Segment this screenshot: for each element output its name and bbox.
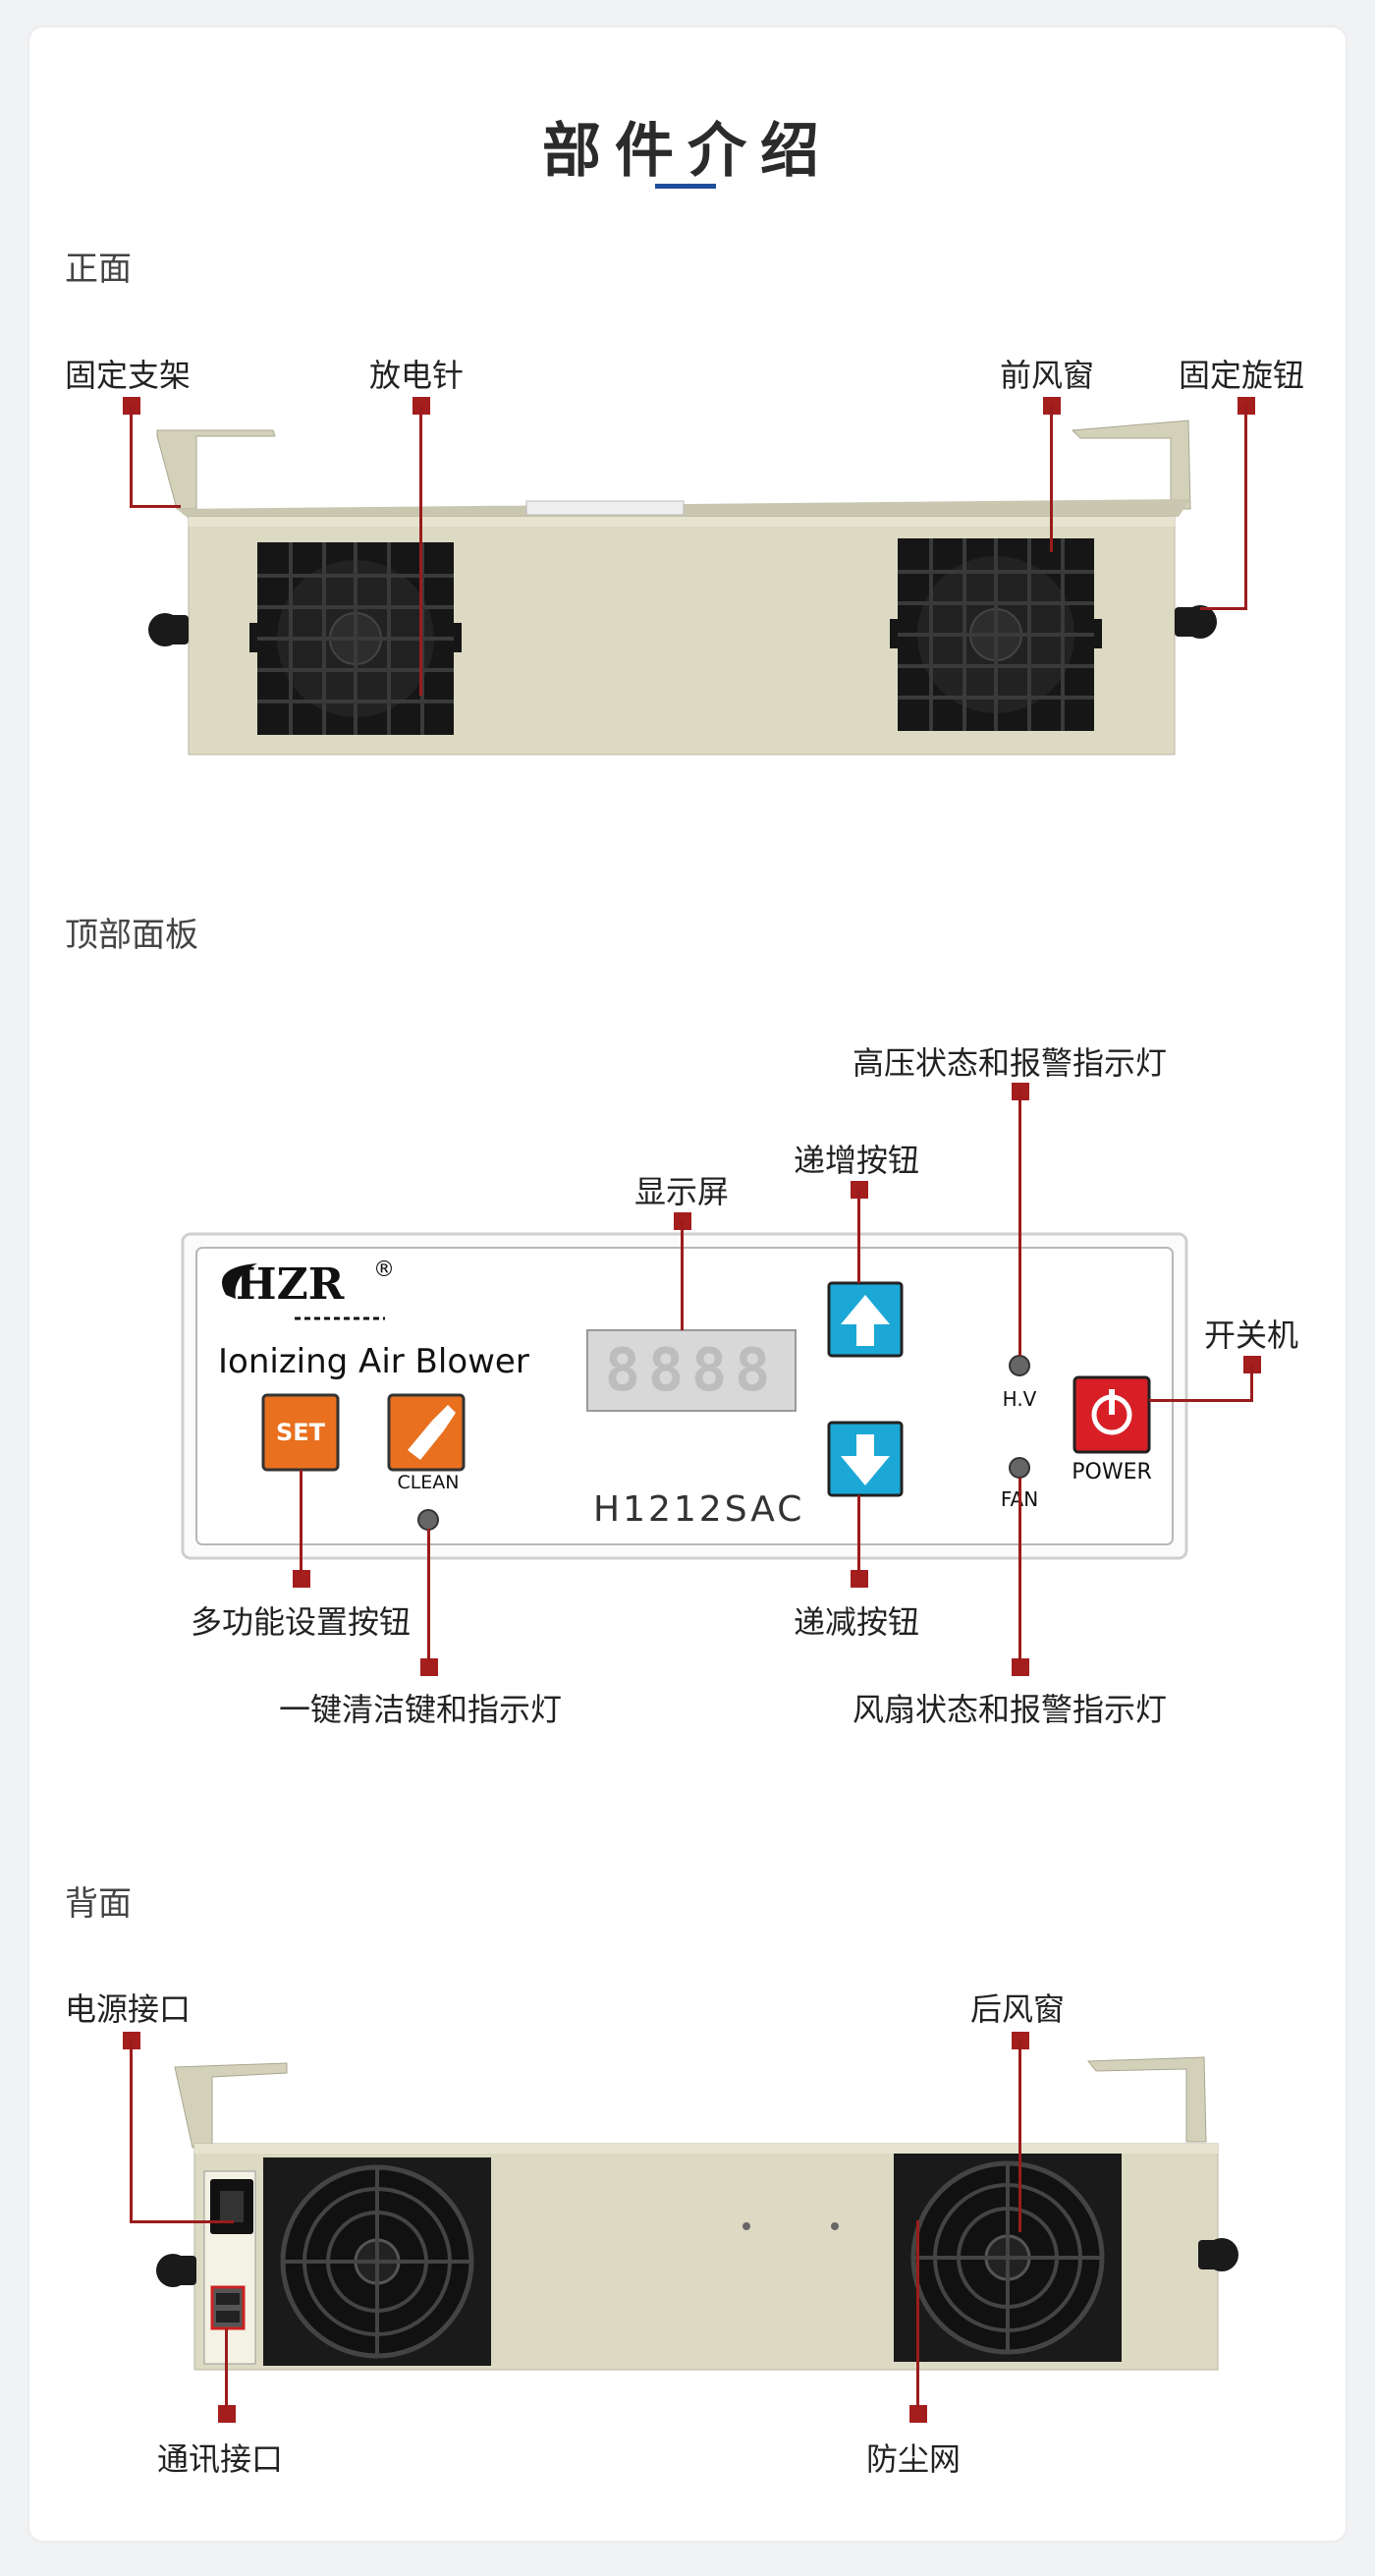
label-discharge-needle: 放电针: [369, 357, 465, 394]
marker-decrease-button: [851, 1570, 868, 1588]
leader-power-switch: [1250, 1364, 1253, 1401]
leader-mount-bracket: [130, 405, 133, 507]
leader-multi-set-button: [300, 1470, 302, 1572]
clean-key[interactable]: [389, 1395, 464, 1470]
increase-button[interactable]: [829, 1283, 902, 1356]
marker-multi-set-button: [293, 1570, 310, 1588]
label-comm-port: 通讯接口: [157, 2440, 284, 2478]
leader-clean-key-indicator: [427, 1529, 430, 1660]
leader-power-switch-h: [1149, 1399, 1253, 1402]
panel-display: 8888: [604, 1336, 779, 1405]
leader-decrease-button: [857, 1495, 860, 1572]
leader-power-port-h: [130, 2220, 234, 2223]
leader-fixing-knob-h: [1200, 607, 1247, 610]
leader-fixing-knob: [1244, 405, 1247, 609]
marker-fan-indicator: [1012, 1658, 1029, 1676]
power-key[interactable]: [1074, 1377, 1149, 1452]
leader-display-screen: [681, 1220, 684, 1330]
panel-model: H1212SAC: [593, 1489, 805, 1530]
clean-key-label: CLEAN: [397, 1472, 460, 1493]
label-increase-button: 递增按钮: [794, 1142, 920, 1179]
label-fan-indicator: 风扇状态和报警指示灯: [852, 1691, 1168, 1728]
leader-mount-bracket-h: [130, 505, 181, 508]
label-decrease-button: 递减按钮: [794, 1603, 920, 1641]
label-mount-bracket: 固定支架: [65, 357, 192, 394]
leader-hv-indicator: [1018, 1091, 1021, 1356]
label-power-switch: 开关机: [1204, 1316, 1299, 1354]
label-display-screen: 显示屏: [634, 1173, 730, 1210]
leader-comm-port: [225, 2328, 228, 2407]
panel-product-name: Ionizing Air Blower: [218, 1342, 529, 1381]
hv-led-label: H.V: [1002, 1387, 1037, 1411]
marker-dust-filter: [909, 2405, 927, 2423]
power-key-label: POWER: [1072, 1460, 1152, 1484]
label-hv-indicator: 高压状态和报警指示灯: [852, 1044, 1168, 1082]
panel-registered: ®: [373, 1258, 395, 1282]
panel-brand: HZR: [236, 1260, 345, 1310]
leader-discharge-needle: [419, 405, 422, 696]
set-key[interactable]: SET: [275, 1419, 326, 1446]
label-rear-vent: 后风窗: [970, 1990, 1066, 2028]
leader-increase-button: [857, 1189, 860, 1283]
label-front-vent: 前风窗: [1000, 357, 1095, 394]
label-multi-set-button: 多功能设置按钮: [191, 1603, 412, 1641]
page-title: 部件介绍: [542, 117, 833, 186]
marker-clean-key-indicator: [420, 1658, 438, 1676]
label-power-port: 电源接口: [65, 1990, 192, 2028]
leader-front-vent: [1050, 405, 1053, 552]
title-underline: [655, 184, 716, 189]
back-device-image: [156, 2056, 1238, 2371]
leader-fan-indicator: [1018, 1478, 1021, 1660]
front-device-image: [148, 420, 1217, 756]
top-panel-image: [181, 1232, 1188, 1560]
marker-comm-port: [218, 2405, 236, 2423]
leader-power-port: [130, 2040, 133, 2222]
label-fixing-knob: 固定旋钮: [1179, 357, 1305, 394]
label-clean-key-indicator: 一键清洁键和指示灯: [279, 1691, 563, 1728]
leader-rear-vent: [1018, 2040, 1021, 2232]
leader-dust-filter: [916, 2220, 919, 2407]
decrease-button[interactable]: [829, 1423, 902, 1495]
section-front-heading: 正面: [65, 250, 132, 289]
label-dust-filter: 防尘网: [866, 2440, 962, 2478]
section-top-panel-heading: 顶部面板: [65, 916, 198, 955]
section-back-heading: 背面: [65, 1884, 132, 1924]
